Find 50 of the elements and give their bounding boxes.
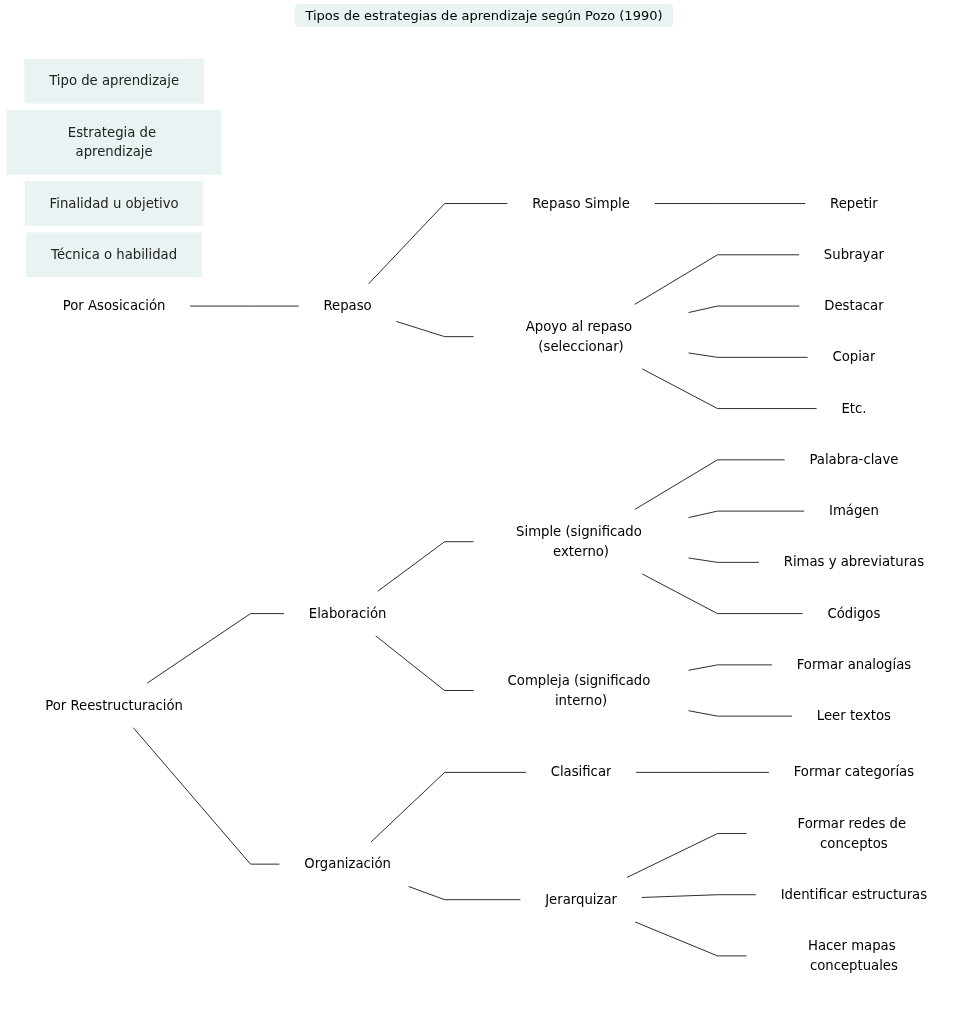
- node-text: Formar redes de conceptos: [797, 815, 907, 851]
- node-text: Organización: [304, 855, 391, 872]
- connector: [641, 573, 804, 615]
- title: Tipos de estrategias de aprendizaje según Pozo (1990): [295, 4, 673, 27]
- connector: [688, 352, 809, 358]
- node-text: Rimas y abreviaturas: [783, 554, 925, 570]
- node-text: Simple (significado externo): [516, 523, 642, 560]
- connector: [370, 771, 527, 843]
- node-text: Imágen: [829, 502, 879, 519]
- node-text: Clasificar: [550, 764, 612, 780]
- node-text: Jerarquizar: [545, 891, 617, 908]
- node-text: Apoyo al repaso (seleccionar): [525, 318, 633, 355]
- connector: [688, 510, 805, 518]
- connector: [396, 321, 474, 338]
- connector: [688, 305, 800, 313]
- node-text: Destacar: [824, 297, 884, 314]
- node-text: Hacer mapas conceptuales: [808, 937, 898, 974]
- connector: [688, 710, 793, 717]
- node-text: Subrayar: [823, 246, 884, 263]
- connector: [688, 557, 760, 563]
- node-text: Códigos: [827, 605, 881, 622]
- node-text: Copiar: [832, 349, 876, 365]
- node-text: Formar analogías: [796, 656, 912, 673]
- connector: [688, 664, 773, 671]
- node-text: Palabra-clave: [809, 451, 899, 468]
- node-text: Etc.: [841, 400, 867, 417]
- node-text: Identificar estructuras: [780, 886, 928, 903]
- connector: [132, 727, 280, 865]
- node-text: Elaboración: [308, 605, 387, 622]
- connector: [654, 203, 806, 204]
- connector: [635, 771, 770, 773]
- connector: [626, 833, 747, 878]
- connector: [634, 459, 785, 510]
- node-text: Repetir: [830, 195, 878, 211]
- connector: [146, 613, 285, 684]
- node-text: Repaso: [323, 297, 372, 314]
- connector: [634, 921, 747, 957]
- connector: [641, 368, 817, 409]
- connector: [377, 541, 474, 592]
- node-text: Por Reestructuración: [45, 697, 184, 713]
- node-text: Leer textos: [816, 707, 891, 724]
- node-text: Compleja (significado interno): [507, 672, 651, 708]
- node-text: Formar categorías: [793, 764, 915, 780]
- connector: [408, 886, 521, 901]
- connector: [634, 254, 800, 305]
- node-text: Por Asosicación: [62, 297, 166, 314]
- connector: [368, 203, 508, 285]
- node-text: Repaso Simple: [532, 195, 630, 211]
- connector: [375, 635, 474, 691]
- connector: [641, 894, 757, 898]
